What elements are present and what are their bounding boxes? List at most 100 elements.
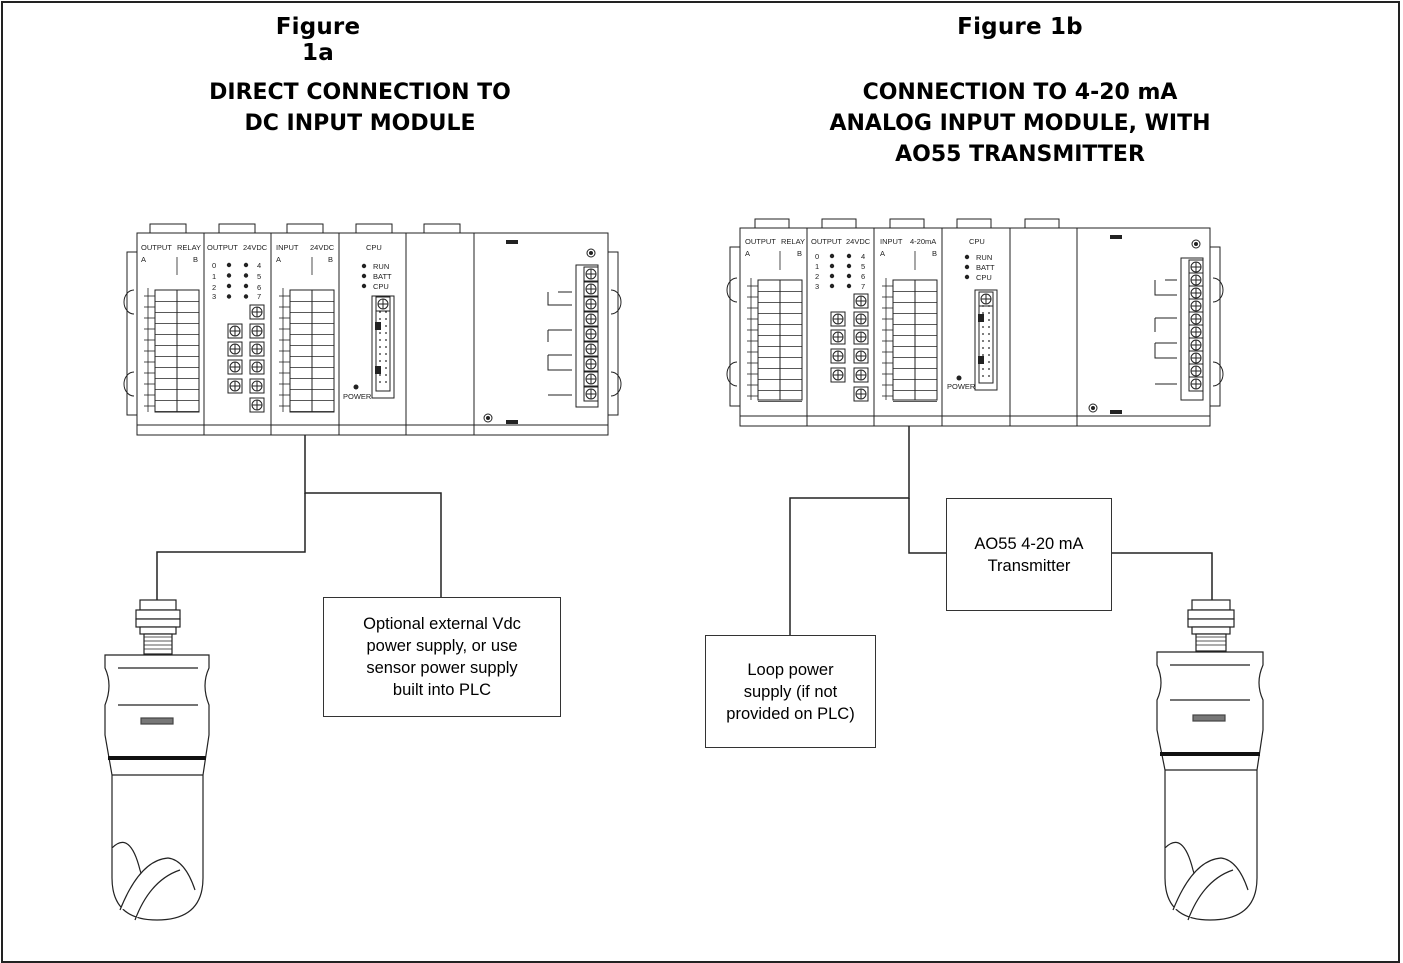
wiring-a (156, 435, 442, 600)
pin-dot (988, 340, 990, 342)
heading-line: DIRECT CONNECTION TO (209, 80, 511, 105)
module-label: CPU (366, 243, 382, 252)
pin-dot (379, 332, 381, 334)
terminal-screw (853, 348, 869, 364)
led-dot (361, 263, 367, 269)
pin-dot (385, 346, 387, 348)
plc-rack-a (123, 223, 622, 436)
terminal-screw (830, 367, 846, 383)
module-label: INPUT (880, 237, 903, 246)
figure-1a-heading: DIRECT CONNECTION TO DC INPUT MODULE (150, 77, 570, 139)
power-label: POWER (343, 392, 372, 401)
sensor-a-threads (144, 636, 172, 650)
terminal-screw (1188, 376, 1204, 392)
figure-1a-label: Figure 1a (275, 14, 361, 66)
pin-dot (379, 360, 381, 362)
pin-dot (385, 367, 387, 369)
terminal-screw (830, 311, 846, 327)
pin-dot (982, 326, 984, 328)
side-label: B (193, 255, 198, 264)
pin-dot (982, 340, 984, 342)
terminal-screw (1188, 285, 1204, 301)
pin-dot (982, 361, 984, 363)
channel-label: 3 (212, 292, 216, 301)
pin-dot (982, 354, 984, 356)
pin-dot (988, 347, 990, 349)
pin-dot (379, 325, 381, 327)
led-dot (829, 253, 835, 259)
plc-a-labels: OUTPUT RELAY OUTPUT 24VDC INPUT 24VDC CP… (141, 243, 392, 401)
side-label: B (932, 249, 937, 258)
terminal-screw (978, 291, 994, 307)
callout-line: Optional external Vdc (363, 615, 521, 633)
terminal-screw (1188, 337, 1204, 353)
pin-dot (385, 332, 387, 334)
pin-dot (379, 367, 381, 369)
terminal-screw (227, 341, 243, 357)
side-label: A (141, 255, 146, 264)
callout-line: supply (if not (743, 682, 838, 701)
module-label: 24VDC (243, 243, 268, 252)
sensor-b-band (1160, 752, 1260, 756)
terminal-screw (227, 359, 243, 375)
pin-dot (988, 305, 990, 307)
pin-dot (988, 354, 990, 356)
callout-line: Loop power (747, 660, 834, 679)
terminal-screw (1188, 259, 1204, 275)
pin-dot (385, 339, 387, 341)
led-dot (243, 273, 249, 278)
led-dot (226, 262, 232, 268)
channel-label: 6 (861, 272, 865, 281)
led-dot (846, 283, 852, 289)
module-label: RELAY (781, 237, 805, 246)
terminal-screw (583, 326, 599, 342)
wire-transmitter-to-sensor (1112, 552, 1213, 600)
callout-line: AO55 4-20 mA (974, 534, 1084, 553)
terminal-screw (853, 311, 869, 327)
callout-vdc-supply: Optional external Vdc power supply, or u… (323, 597, 561, 717)
pin-dot (379, 339, 381, 341)
led-label: BATT (373, 272, 392, 281)
channel-label: 2 (815, 272, 819, 281)
sensor-b-threads (1196, 636, 1226, 646)
pin-dot (379, 311, 381, 313)
side-label: A (880, 249, 885, 258)
terminal-screw (853, 329, 869, 345)
module-label: OUTPUT (141, 243, 172, 252)
pin-dot (982, 347, 984, 349)
figure-1b-heading: CONNECTION TO 4-20 mA ANALOG INPUT MODUL… (780, 77, 1260, 170)
led-label: RUN (373, 262, 389, 271)
terminal-rows-b (747, 251, 937, 402)
callout-loop-supply: Loop power supply (if not provided on PL… (705, 635, 876, 748)
channel-label: 4 (861, 252, 865, 261)
terminal-screw (1188, 350, 1204, 366)
pin-dot (982, 305, 984, 307)
terminal-screw (583, 386, 599, 402)
terminal-rows-a (144, 257, 334, 412)
power-label: POWER (947, 382, 976, 391)
level-sensor-b (1156, 599, 1264, 921)
wire-to-sensor (156, 493, 306, 600)
terminal-screw (583, 281, 599, 297)
terminal-screw (249, 359, 265, 375)
terminal-screw (583, 296, 599, 312)
terminal-screw (249, 323, 265, 339)
channel-label: 5 (861, 262, 865, 271)
channel-label: 2 (212, 283, 216, 292)
terminal-screw (249, 397, 265, 413)
led-dot (226, 294, 232, 299)
figure-1b-label: Figure 1b (957, 14, 1083, 40)
terminal-screw (1188, 363, 1204, 379)
led-dot (964, 264, 970, 270)
led-label: CPU (976, 273, 992, 282)
terminal-screws-b (830, 259, 1204, 402)
led-label: RUN (976, 253, 992, 262)
led-dot (846, 273, 852, 279)
terminal-screw (1188, 272, 1204, 288)
led-label: CPU (373, 282, 389, 291)
led-dot (361, 283, 367, 289)
side-label: B (328, 255, 333, 264)
heading-line: CONNECTION TO 4-20 mA (862, 80, 1178, 105)
pin-dot (988, 375, 990, 377)
